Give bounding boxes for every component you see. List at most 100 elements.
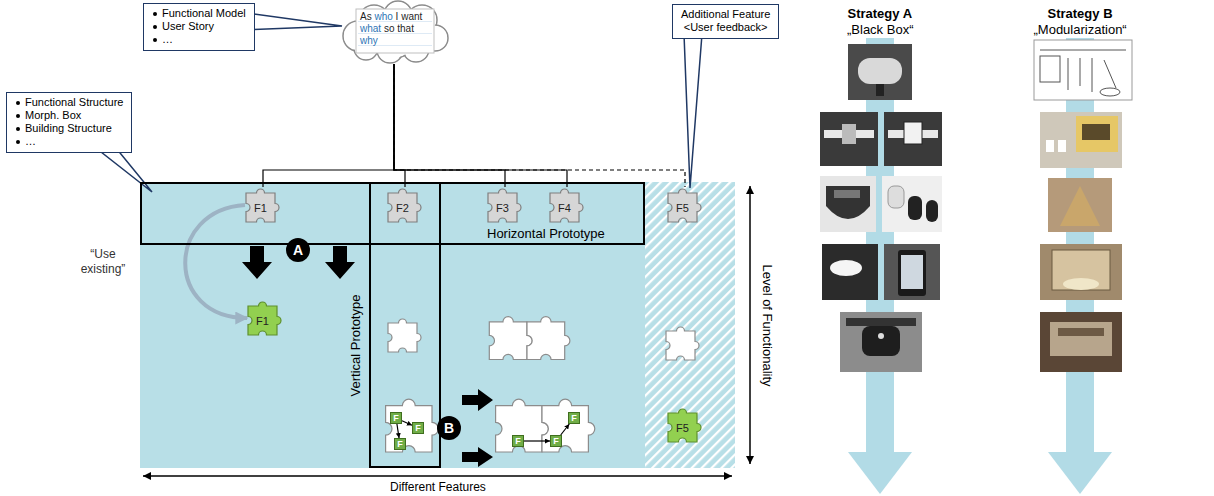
callout-tail — [240, 12, 342, 30]
callout-tail — [96, 148, 152, 192]
bullet-dot — [16, 101, 20, 105]
node-text: B — [444, 420, 454, 436]
connector — [394, 64, 405, 187]
feature-band — [140, 182, 735, 468]
word: I — [396, 11, 399, 22]
node-text: F3 — [488, 193, 517, 222]
connector — [263, 64, 394, 187]
node-text: F — [415, 423, 421, 433]
node-text: F — [571, 413, 577, 423]
node-text: … — [162, 33, 173, 45]
node-text: … — [25, 135, 36, 147]
bullet-dot — [153, 38, 157, 42]
strategy-marker: B — [437, 416, 461, 440]
bullet-dot — [153, 25, 157, 29]
axis-label: Strategy B — [1048, 6, 1113, 21]
node-text: F — [515, 436, 521, 446]
word: what — [360, 23, 381, 34]
axis-label: Strategy A — [848, 6, 913, 21]
callout-box: Additional Feature<User feedback> — [672, 4, 779, 39]
node-text: Functional Model — [162, 7, 246, 19]
node-text: F5 — [668, 193, 697, 222]
strategy-marker: A — [286, 238, 310, 262]
function-block: F — [550, 435, 562, 447]
axis-label: „Black Box“ — [847, 22, 913, 37]
list-row: Functional Model — [152, 7, 246, 20]
node-text: Functional Structure — [25, 96, 123, 108]
node-text: A — [293, 242, 303, 258]
word: so — [384, 23, 395, 34]
connector — [394, 64, 505, 187]
list-row: <User feedback> — [681, 21, 770, 34]
photo — [820, 40, 1132, 372]
node-text: F5 — [668, 413, 697, 442]
prototype-frame: Vertical PrototypeFFF — [369, 182, 441, 468]
puzzle-piece — [386, 317, 699, 452]
node-text: F — [397, 439, 403, 449]
puzzle-piece: F4 — [549, 187, 585, 223]
connector — [394, 64, 567, 187]
connector — [397, 424, 399, 438]
puzzle-piece: F5 — [667, 407, 703, 443]
node-text: F1 — [248, 306, 277, 335]
callout-tail — [684, 34, 702, 188]
list-row: Building Structure — [15, 122, 123, 135]
callout-box: Functional ModelUser Story… — [143, 3, 255, 51]
list-row: User Story — [152, 20, 246, 33]
node-text: As who I want what so that why — [360, 11, 432, 47]
connector — [185, 205, 247, 318]
node-text: Building Structure — [25, 122, 112, 134]
node-text: Vertical Prototype — [348, 294, 363, 396]
word: why — [360, 35, 378, 46]
node-text: F2 — [388, 193, 417, 222]
function-block: F — [390, 412, 402, 424]
node-text: Horizontal Prototype — [487, 226, 605, 241]
node-text: F1 — [246, 193, 275, 222]
puzzle-piece: F3 — [487, 187, 523, 223]
node-text: F4 — [550, 193, 579, 222]
node-text: User Story — [162, 20, 214, 32]
axis-arrow — [749, 186, 751, 464]
list-row: … — [15, 135, 123, 148]
thought-cloud: As who I want what so that why — [338, 0, 450, 64]
strategy-arrow — [848, 38, 1112, 494]
function-block: F — [512, 435, 524, 447]
bullet-dot — [16, 127, 20, 131]
axis-label: „Modularization“ — [1034, 22, 1127, 37]
edge-label: “Use existing” — [70, 247, 136, 277]
list-row: Additional Feature — [681, 8, 770, 21]
connector — [561, 424, 570, 435]
node-text: <User feedback> — [684, 21, 768, 33]
node-text: Morph. Box — [25, 109, 81, 121]
function-block: F — [568, 412, 580, 424]
axis-label: Level of Functionality — [760, 264, 775, 386]
axis-label: Different Features — [390, 480, 486, 494]
puzzle-piece: F5 — [667, 187, 703, 223]
prototype-frame: Horizontal Prototype F1 F2 F3 F4 — [140, 182, 645, 245]
node-text: F — [393, 413, 399, 423]
connector — [524, 440, 550, 441]
block-arrow — [242, 246, 493, 467]
word: As — [360, 11, 372, 22]
callout-box: Functional StructureMorph. BoxBuilding S… — [6, 92, 132, 153]
word: who — [374, 11, 392, 22]
bullet-dot — [16, 140, 20, 144]
list-row: Functional Structure — [15, 96, 123, 109]
puzzle-piece: F1 — [245, 187, 281, 223]
function-block: F — [394, 438, 406, 450]
hatched-area — [645, 182, 735, 468]
word: want — [401, 11, 422, 22]
word: that — [397, 23, 414, 34]
function-block: F — [412, 422, 424, 434]
puzzle-piece: F2 — [387, 187, 423, 223]
axis-arrow — [143, 475, 732, 477]
connector — [402, 421, 412, 426]
list-row: … — [152, 33, 246, 46]
connector — [394, 64, 685, 187]
bullet-dot — [16, 114, 20, 118]
list-row: Morph. Box — [15, 109, 123, 122]
node-text: Additional Feature — [681, 8, 770, 20]
node-text: F — [553, 436, 559, 446]
